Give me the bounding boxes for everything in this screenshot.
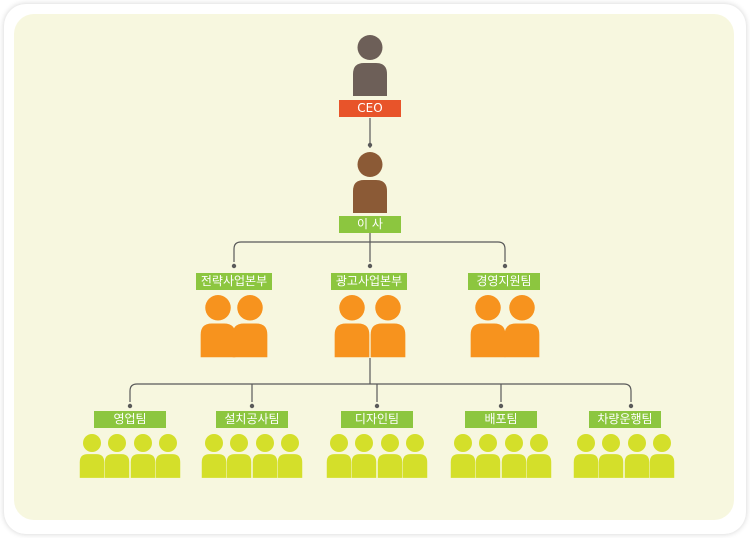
team-person-icon — [598, 434, 624, 478]
connector-dot — [502, 263, 508, 269]
connector-dot — [127, 403, 133, 409]
team-person-icon — [402, 434, 428, 478]
team-person-icon — [624, 434, 650, 478]
connector-dot — [498, 403, 504, 409]
team-person-icon — [104, 434, 130, 478]
team-label-installation: 설치공사팀 — [216, 411, 288, 428]
team-label-vehicle: 차량운행팀 — [589, 411, 661, 428]
team-person-icon — [501, 434, 527, 478]
connector-dot — [231, 263, 237, 269]
connector-dot — [628, 403, 634, 409]
connector-dot — [367, 142, 373, 148]
director-label: 이 사 — [339, 216, 401, 233]
team-label-sales: 영업팀 — [94, 411, 166, 428]
team-person-icon — [226, 434, 252, 478]
team-label-design: 디자인팀 — [341, 411, 413, 428]
team-person-icon — [130, 434, 156, 478]
team-person-icon — [155, 434, 181, 478]
team-label-distribution: 배포팀 — [465, 411, 537, 428]
division-label-advertising: 광고사업본부 — [331, 273, 407, 290]
division-label-management: 경영지원팀 — [468, 273, 540, 290]
connector-dot — [374, 403, 380, 409]
team-person-icon — [573, 434, 599, 478]
division-person-icon — [370, 295, 406, 358]
team-person-icon — [351, 434, 377, 478]
ceo-person-icon — [353, 35, 387, 96]
division-person-icon — [504, 295, 540, 358]
ceo-label: CEO — [339, 100, 401, 117]
team-person-icon — [277, 434, 303, 478]
team-person-icon — [201, 434, 227, 478]
division-person-icon — [470, 295, 506, 358]
division-person-icon — [334, 295, 370, 358]
connector-dot — [249, 403, 255, 409]
team-person-icon — [377, 434, 403, 478]
team-person-icon — [252, 434, 278, 478]
connector-team-bus — [129, 383, 632, 402]
division-label-strategy: 전략사업본부 — [196, 273, 272, 290]
division-person-icon — [232, 295, 268, 358]
team-person-icon — [79, 434, 105, 478]
team-person-icon — [526, 434, 552, 478]
connector-dot — [367, 263, 373, 269]
team-person-icon — [475, 434, 501, 478]
team-person-icon — [450, 434, 476, 478]
director-person-icon — [353, 152, 387, 213]
team-person-icon — [649, 434, 675, 478]
team-person-icon — [326, 434, 352, 478]
division-person-icon — [200, 295, 236, 358]
